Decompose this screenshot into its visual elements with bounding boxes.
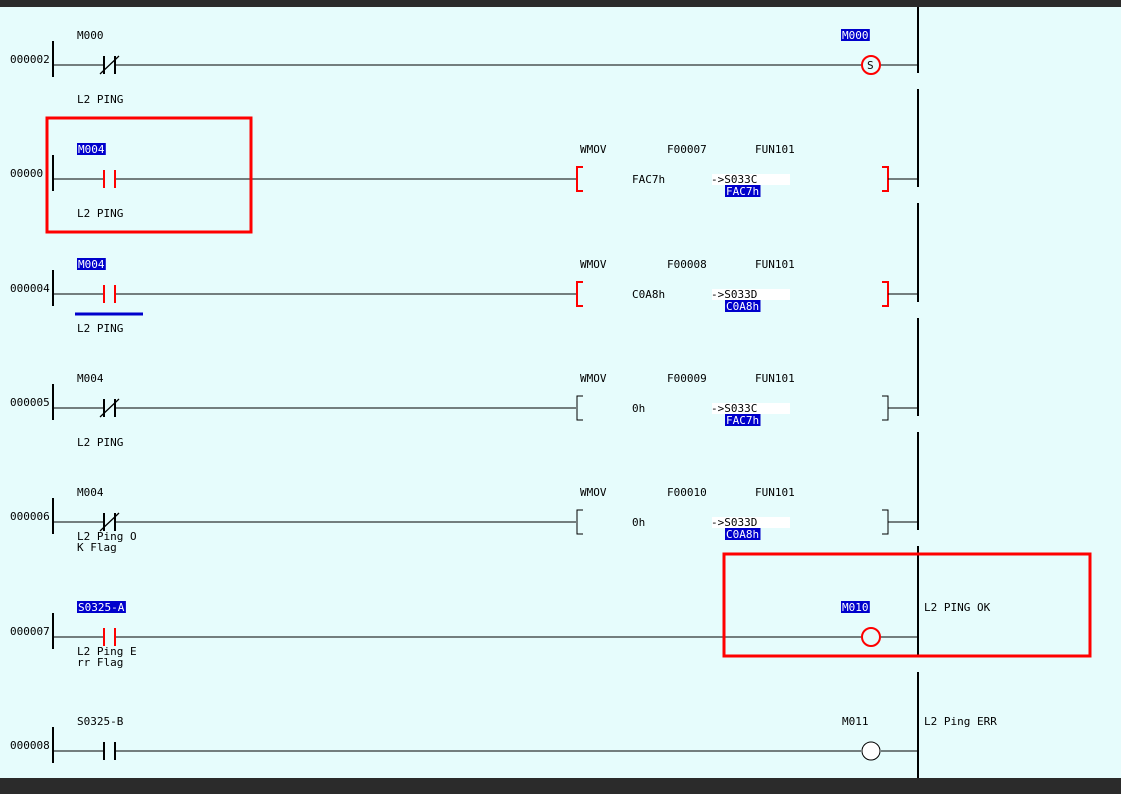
function-box-left-bracket[interactable] xyxy=(576,166,583,192)
annotation-box-rung3 xyxy=(45,116,253,234)
set-coil-icon[interactable] xyxy=(861,55,881,75)
function-number: FUN101 xyxy=(755,372,795,385)
function-dest-value: FAC7h xyxy=(726,185,759,198)
function-source-value: C0A8h xyxy=(632,288,665,301)
contact-address-highlight xyxy=(77,143,106,155)
rung-step-number: 000007 xyxy=(10,625,50,638)
contact-address: M004 xyxy=(77,486,104,499)
contact-comment-line: L2 Ping E xyxy=(77,645,137,658)
contact-comment-line: L2 Ping O xyxy=(77,530,137,543)
function-box-right-bracket[interactable] xyxy=(882,395,889,421)
contact-address-highlight xyxy=(77,258,106,270)
output-coil-icon[interactable] xyxy=(861,741,881,761)
function-number: FUN101 xyxy=(755,143,795,156)
function-number: FUN101 xyxy=(755,258,795,271)
function-op: WMOV xyxy=(580,143,607,156)
function-dest-value-highlight xyxy=(725,300,761,312)
contact-address: S0325-A xyxy=(78,601,125,614)
annotation-box-ping-ok xyxy=(722,552,1092,658)
contact-comment: L2 PING xyxy=(77,322,123,335)
function-step: F00007 xyxy=(667,143,707,156)
rung-step-number: 000006 xyxy=(10,510,50,523)
function-destination: ->S033D xyxy=(711,516,757,529)
function-dest-value-highlight xyxy=(725,414,761,426)
contact-address: M004 xyxy=(78,143,105,156)
function-destination: ->S033C xyxy=(711,402,757,415)
set-coil-letter: S xyxy=(867,59,874,72)
function-op: WMOV xyxy=(580,372,607,385)
function-op: WMOV xyxy=(580,258,607,271)
function-source-value: FAC7h xyxy=(632,173,665,186)
function-box-right-bracket[interactable] xyxy=(882,166,889,192)
contact-address: M000 xyxy=(77,29,104,42)
coil-address: M000 xyxy=(842,29,869,42)
status-bar xyxy=(0,778,1121,794)
function-source-value: 0h xyxy=(632,516,645,529)
contact-comment: L2 PING xyxy=(77,207,123,220)
function-dest-field xyxy=(712,403,790,414)
rung-step-number: 000004 xyxy=(10,282,50,295)
function-box-left-bracket[interactable] xyxy=(576,281,583,307)
contact-address: M004 xyxy=(77,372,104,385)
function-dest-field xyxy=(712,174,790,185)
nc-contact-slash-icon xyxy=(99,55,120,75)
rung-step-number: 000005 xyxy=(10,396,50,409)
contact-address: M004 xyxy=(78,258,105,271)
function-box-left-bracket[interactable] xyxy=(576,395,583,421)
coil-comment: L2 Ping ERR xyxy=(924,715,997,728)
rung-step-number: 00000 xyxy=(10,167,43,180)
function-dest-field xyxy=(712,517,790,528)
rung-step-number: 000008 xyxy=(10,739,50,752)
function-step: F00009 xyxy=(667,372,707,385)
function-box-left-bracket[interactable] xyxy=(576,509,583,535)
function-box-right-bracket[interactable] xyxy=(882,509,889,535)
coil-address-highlight xyxy=(841,601,870,613)
coil-address-highlight xyxy=(841,29,870,41)
function-number: FUN101 xyxy=(755,486,795,499)
contact-comment: L2 PING xyxy=(77,93,123,106)
contact-address: S0325-B xyxy=(77,715,124,728)
function-dest-value: FAC7h xyxy=(726,414,759,427)
function-step: F00008 xyxy=(667,258,707,271)
function-dest-value: C0A8h xyxy=(726,300,759,313)
function-box-right-bracket[interactable] xyxy=(882,281,889,307)
rung-step-number: 000002 xyxy=(10,53,50,66)
contact-comment: L2 PING xyxy=(77,436,123,449)
nc-contact-slash-icon xyxy=(99,512,120,532)
contact-comment-line: rr Flag xyxy=(77,656,123,669)
function-step: F00010 xyxy=(667,486,707,499)
function-destination: ->S033D xyxy=(711,288,757,301)
contact-comment-line: K Flag xyxy=(77,541,117,554)
function-op: WMOV xyxy=(580,486,607,499)
function-source-value: 0h xyxy=(632,402,645,415)
function-dest-value: C0A8h xyxy=(726,528,759,541)
nc-contact-slash-icon xyxy=(99,398,120,418)
coil-comment: L2 PING OK xyxy=(924,601,991,614)
function-dest-value-highlight xyxy=(725,185,761,197)
output-coil-icon[interactable] xyxy=(861,627,881,647)
function-destination: ->S033C xyxy=(711,173,757,186)
contact-address-highlight xyxy=(77,601,126,613)
coil-address: M011 xyxy=(842,715,869,728)
function-dest-field xyxy=(712,289,790,300)
coil-address: M010 xyxy=(842,601,869,614)
function-dest-value-highlight xyxy=(725,528,761,540)
